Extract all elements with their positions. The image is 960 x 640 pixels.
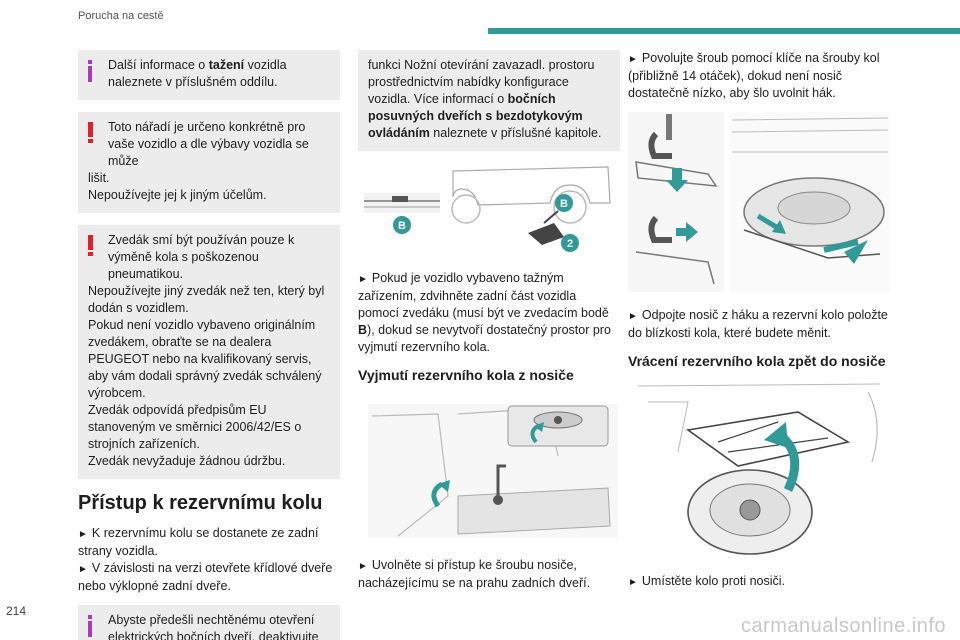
badge-2	[561, 234, 579, 252]
vehicle-outline	[452, 166, 611, 206]
header-accent-bar	[488, 28, 960, 34]
column-3: ►Povolujte šroub pomocí klíče na šrouby …	[628, 50, 890, 601]
section-title: Porucha na cestě	[78, 10, 164, 22]
towing-keyword: tažení	[208, 58, 245, 72]
arrow-right-icon: ►	[628, 311, 638, 322]
jack-lifting-illustration: B B 2	[358, 163, 620, 255]
badge-b	[393, 216, 411, 234]
info-note-continued: funkci Nožní otevírání zavazadl. prostor…	[358, 50, 620, 151]
carrier-lowering-illustration	[628, 112, 890, 292]
jack-icon	[528, 223, 564, 245]
jack-point-detail	[364, 193, 440, 213]
info-icon	[88, 60, 92, 84]
svg-text:B: B	[560, 198, 568, 210]
watermark: carmanualsonline.info	[740, 615, 946, 637]
warning-tools: Toto nářadí je určeno konkrétně pro vaše…	[78, 112, 340, 213]
spare-return-illustration	[628, 382, 890, 558]
hook-icon	[648, 131, 672, 159]
down-arrow-icon	[672, 168, 682, 182]
down-arrow-icon	[823, 239, 859, 253]
hook-icon	[648, 215, 672, 243]
step: ►Pokud je vozidlo vybaveno tažným zaříze…	[358, 271, 611, 354]
arrow-right-icon: ►	[628, 54, 638, 65]
warning-jack: Zvedák smí být používán pouze k výměně k…	[78, 225, 340, 479]
step: ►K rezervnímu kolu se dostanete ze zadní…	[78, 526, 319, 558]
step: ►Odpojte nosič z háku a rezervní kolo po…	[628, 308, 888, 340]
section-heading-return-spare: Vrácení rezervního kola zpět do nosiče	[628, 353, 886, 369]
carrier-frame-icon	[685, 411, 851, 467]
carrier-bolt-illustration	[358, 396, 620, 542]
wheel-wrench-icon	[496, 464, 506, 496]
arrow-right-icon: ►	[78, 529, 88, 540]
info-note-towing: Další informace o tažení vozidla nalezne…	[78, 50, 340, 100]
sliding-doors-keyword: bočních posuvných dveřích s bezdotykovým…	[368, 92, 583, 140]
section-heading-remove-spare: Vyjmutí rezervního kola z nosiče	[358, 367, 574, 383]
step: ►Uvolněte si přístup ke šroubu nosiče, n…	[358, 558, 591, 590]
arrow-right-icon: ►	[358, 274, 368, 285]
column-1: Další informace o tažení vozidla nalezne…	[78, 50, 340, 640]
warning-icon	[88, 122, 93, 144]
page-number: 214	[6, 604, 27, 618]
column-2: funkci Nožní otevírání zavazadl. prostor…	[358, 50, 620, 602]
step: ►V závislosti na verzi otevřete křídlové…	[78, 561, 333, 593]
arrow-right-icon: ►	[628, 577, 638, 588]
badge-2-label: 2	[567, 238, 573, 250]
page-header: Porucha na cestě	[0, 0, 960, 40]
step: ►Povolujte šroub pomocí klíče na šrouby …	[628, 51, 880, 100]
warning-icon	[88, 235, 93, 257]
step: ►Umístěte kolo proti nosiči.	[628, 574, 786, 588]
section-heading-spare-access: Přístup k rezervnímu kolu	[78, 492, 323, 514]
badge-b-label: B	[398, 220, 406, 232]
release-arrow-icon	[676, 228, 688, 236]
arrow-right-icon: ►	[358, 561, 368, 572]
arrow-right-icon: ►	[78, 564, 88, 575]
info-note-doors: Abyste předešli nechtěnému otevření elek…	[78, 605, 340, 640]
info-icon	[88, 615, 92, 639]
